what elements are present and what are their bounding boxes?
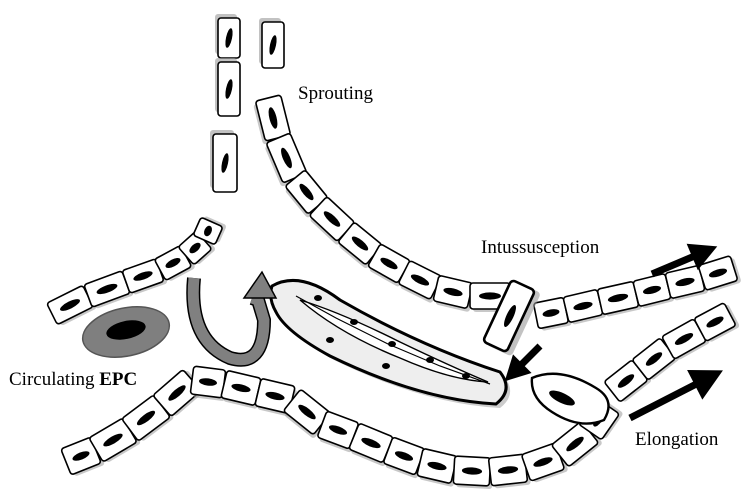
split-nucleus	[326, 337, 334, 343]
elongation-label: Elongation	[635, 430, 718, 449]
sprouting-label: Sprouting	[298, 84, 373, 103]
sprout-tip-cell	[215, 58, 240, 116]
split-nucleus	[350, 319, 358, 325]
circulating-epc-label: Circulating EPC	[9, 370, 137, 389]
cell-nucleus	[479, 292, 501, 299]
split-nucleus	[426, 357, 434, 363]
sprout-tip-cell	[215, 14, 240, 58]
split-nucleus	[314, 295, 322, 301]
epc-label-text: EPC	[99, 369, 137, 390]
split-nucleus	[388, 341, 396, 347]
circulating-label-text: Circulating	[9, 369, 99, 390]
split-nucleus	[462, 373, 470, 379]
junction-cell	[532, 374, 609, 424]
sprout-tip-cell	[210, 130, 237, 192]
split-nucleus	[382, 363, 390, 369]
endothelial-cell	[453, 456, 494, 489]
right-lower-vessel	[604, 301, 740, 404]
curved-incorporation-arrow	[193, 272, 276, 360]
sprout-tip-cell	[259, 18, 284, 68]
intussusception-label: Intussusception	[481, 238, 599, 257]
